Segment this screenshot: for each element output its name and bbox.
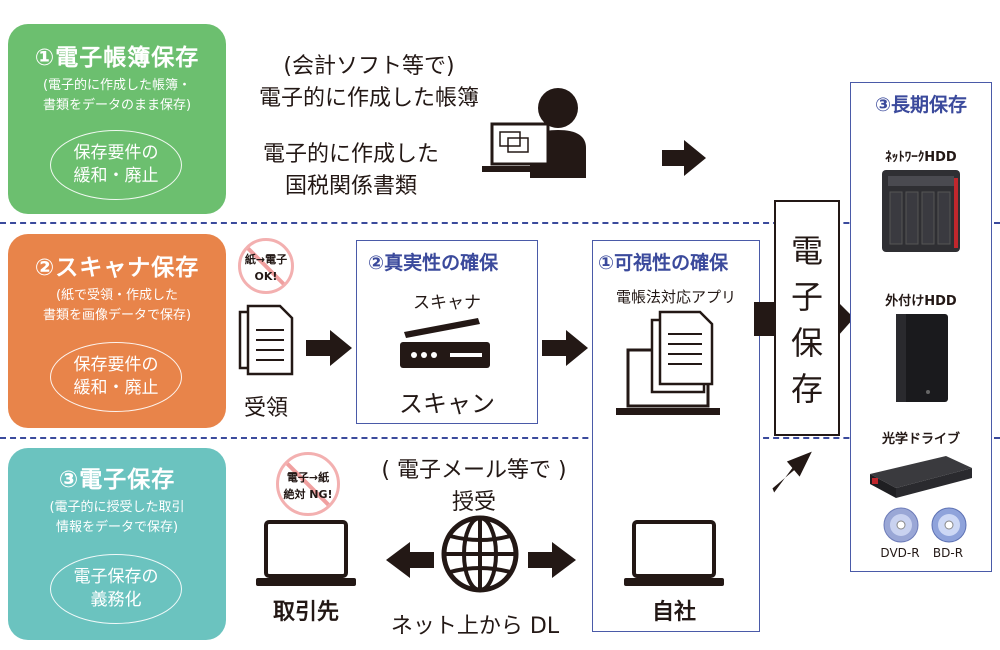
badge-line1: 電子→紙 [286, 471, 330, 484]
badge-line2: OK! [254, 270, 278, 283]
laptop-own-company-icon [624, 520, 724, 586]
partner-label: 取引先 [272, 600, 339, 625]
laptop-with-documents-icon [616, 310, 720, 415]
category-sub-line1: (電子的に作成した帳簿・ [42, 78, 192, 93]
row1-accounting-software: (会計ソフト等で) [283, 54, 455, 79]
category-sub-line2: 情報をデータで保存) [55, 520, 179, 535]
badge-line1: 紙→電子 [244, 253, 288, 266]
long-term-storage-title: ③長期保存 [874, 94, 968, 116]
category-electronic-storage: ③電子保存 (電子的に授受した取引 情報をデータで保存) 電子保存の 義務化 [8, 448, 226, 640]
laptop-partner-icon [256, 520, 356, 586]
row-separator-1 [0, 222, 1000, 224]
optical-drive-label: 光学ドライブ [881, 432, 960, 447]
oval-line2: 義務化 [90, 590, 142, 610]
category-oval: 電子保存の 義務化 [50, 554, 182, 624]
category-sub-line1: (紙で受領・作成した [55, 288, 179, 303]
bd-disc-icon [931, 507, 967, 543]
optical-drive-icon [870, 456, 972, 498]
paper-documents-icon [238, 304, 294, 376]
arrow-up-right-icon [772, 451, 812, 493]
external-hdd-label: 外付けHDD [885, 294, 957, 309]
category-scanner-storage: ②スキャナ保存 (紙で受領・作成した 書類を画像データで保存) 保存要件の 緩和… [8, 234, 226, 428]
external-hdd-icon [896, 314, 948, 402]
electronic-storage-box: 電 子 保 存 [774, 200, 840, 436]
arrow-left-icon [386, 542, 434, 578]
scan-label: スキャン [399, 390, 495, 418]
email-exchange-label: ( 電子メール等で ) [381, 458, 567, 483]
category-oval: 保存要件の 緩和・廃止 [50, 342, 182, 412]
badge-line2: 絶対 NG! [283, 488, 333, 501]
arrow-right-icon [528, 542, 576, 578]
person-at-computer-icon [482, 88, 586, 178]
dvd-disc-icon [883, 507, 919, 543]
dvd-label: DVD-R [880, 546, 920, 560]
oval-line2: 緩和・廃止 [73, 378, 159, 398]
arrow-right-icon [542, 330, 588, 366]
category-title: ③電子保存 [58, 467, 176, 493]
digital-to-paper-ng-badge: 電子→紙 絶対 NG! [276, 452, 340, 516]
oval-line1: 保存要件の [73, 143, 159, 163]
category-title: ②スキャナ保存 [34, 255, 200, 281]
category-title: ①電子帳簿保存 [34, 45, 200, 71]
ebook-app-label: 電帳法対応アプリ [615, 288, 736, 306]
globe-icon [441, 515, 519, 593]
own-company-label: 自社 [651, 600, 696, 625]
exchange-label: 授受 [451, 490, 496, 515]
net-download-label: ネット上から DL [390, 614, 560, 639]
category-electronic-books: ①電子帳簿保存 (電子的に作成した帳簿・ 書類をデータのまま保存) 保存要件の … [8, 24, 226, 214]
authenticity-title: ②真実性の確保 [368, 252, 499, 274]
nas-label: ﾈｯﾄﾜｰｸHDD [885, 150, 957, 165]
visibility-title: ①可視性の確保 [598, 252, 729, 274]
row1-electronic-books: 電子的に作成した帳簿 [258, 86, 479, 111]
storage-char-2: 子 [790, 278, 823, 316]
row1-electronic-docs: 電子的に作成した [262, 142, 439, 167]
nas-hdd-icon [882, 170, 960, 252]
category-sub-line1: (電子的に授受した取引 [49, 500, 185, 515]
bd-label: BD-R [932, 546, 964, 560]
oval-line2: 緩和・廃止 [73, 166, 159, 186]
received-label: 受領 [243, 396, 288, 421]
storage-char-4: 存 [790, 370, 823, 408]
storage-char-1: 電 [790, 232, 823, 270]
category-oval: 保存要件の 緩和・廃止 [50, 130, 182, 200]
arrow-right-icon [306, 330, 352, 366]
category-sub-line2: 書類を画像データで保存) [42, 308, 192, 323]
paper-to-digital-ok-badge: 紙→電子 OK! [238, 238, 294, 294]
arrow-right-icon [662, 140, 706, 176]
row-separator-2 [0, 437, 1000, 439]
oval-line1: 電子保存の [73, 567, 159, 587]
scanner-icon [400, 318, 490, 368]
oval-line1: 保存要件の [73, 355, 159, 375]
row1-tax-docs: 国税関係書類 [284, 174, 417, 199]
scanner-label: スキャナ [413, 293, 481, 313]
authenticity-box [356, 240, 538, 424]
storage-char-3: 保 [790, 324, 823, 362]
category-sub-line2: 書類をデータのまま保存) [42, 98, 192, 113]
